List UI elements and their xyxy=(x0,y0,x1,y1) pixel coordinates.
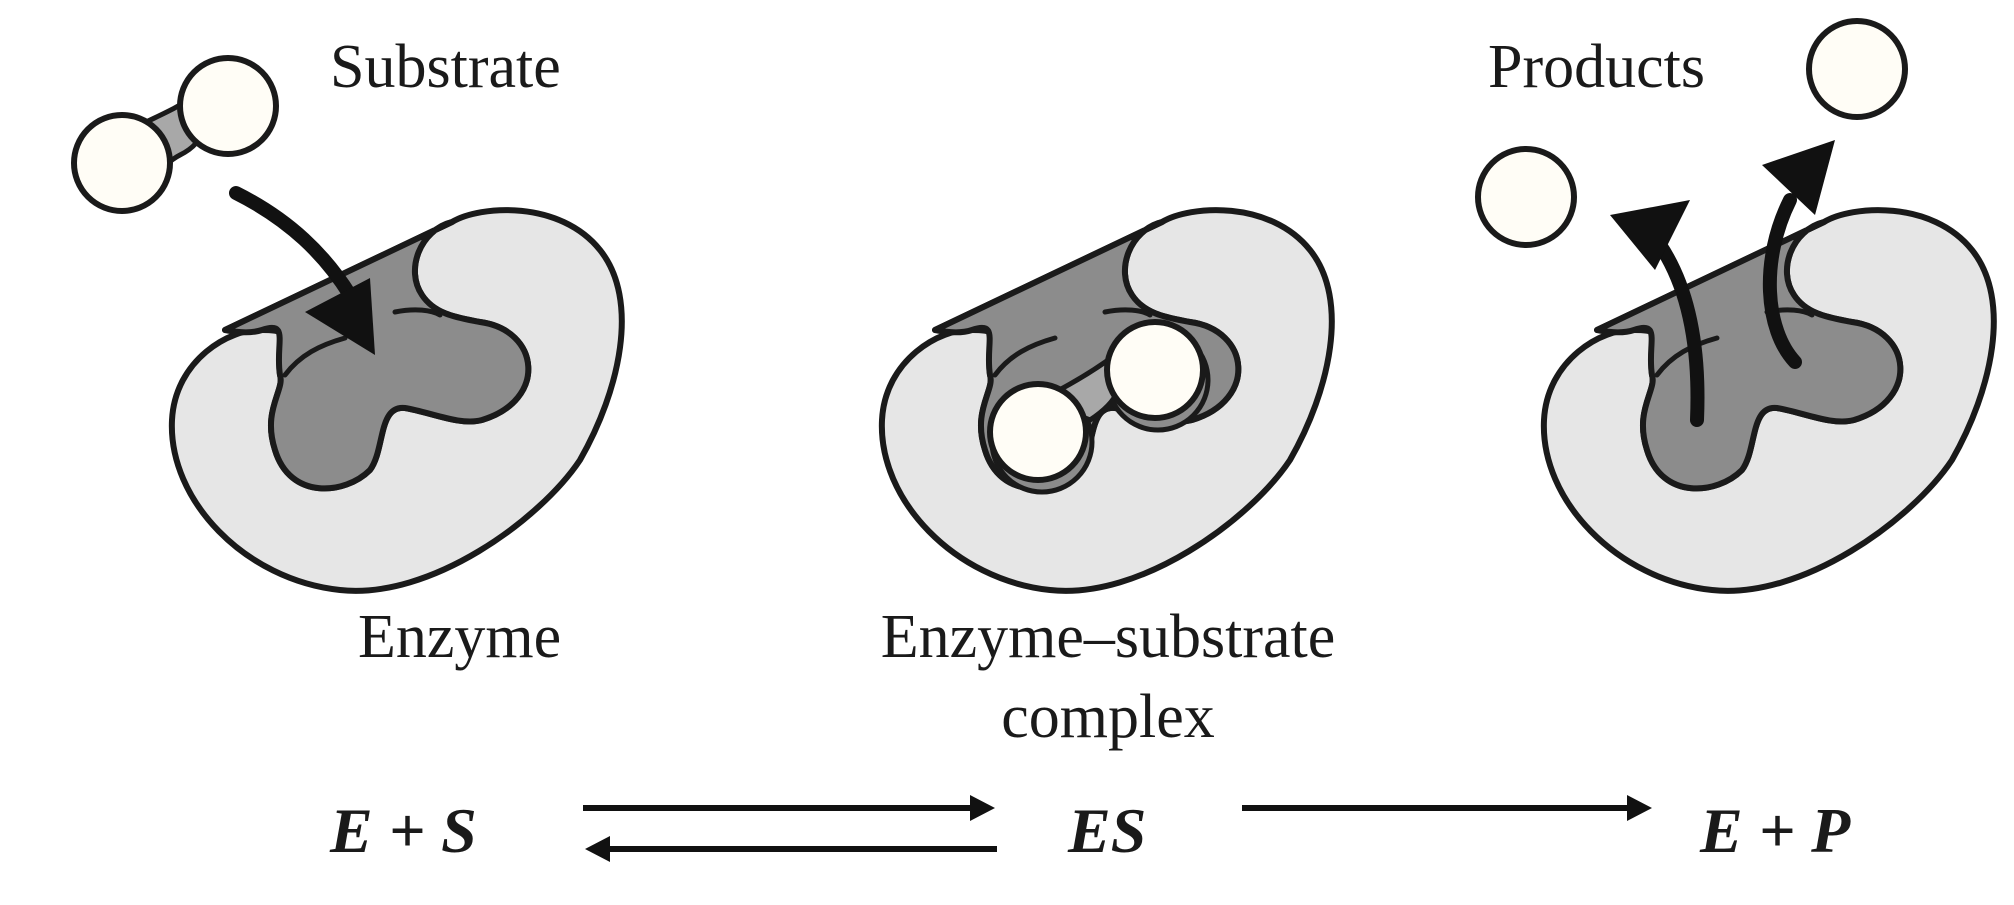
binding-arrow xyxy=(229,186,375,355)
substrate-molecule xyxy=(71,55,279,214)
substrate-label: Substrate xyxy=(330,33,561,101)
enzyme-free xyxy=(172,210,622,591)
complex-label-line1: Enzyme–substrate xyxy=(881,603,1336,671)
equilibrium-arrows xyxy=(583,795,997,862)
product-molecules xyxy=(1475,18,1908,248)
equation-intermediate: ES xyxy=(1067,795,1146,866)
equation-products: E + P xyxy=(1699,795,1851,866)
products-label: Products xyxy=(1488,33,1705,101)
complex-label-line2: complex xyxy=(1001,683,1215,751)
enzyme-label: Enzyme xyxy=(358,603,561,671)
release-arrows xyxy=(1610,140,1835,427)
catalysis-arrow xyxy=(1242,795,1652,821)
enzyme-substrate-complex xyxy=(882,210,1332,591)
equation-reactants: E + S xyxy=(329,795,477,866)
